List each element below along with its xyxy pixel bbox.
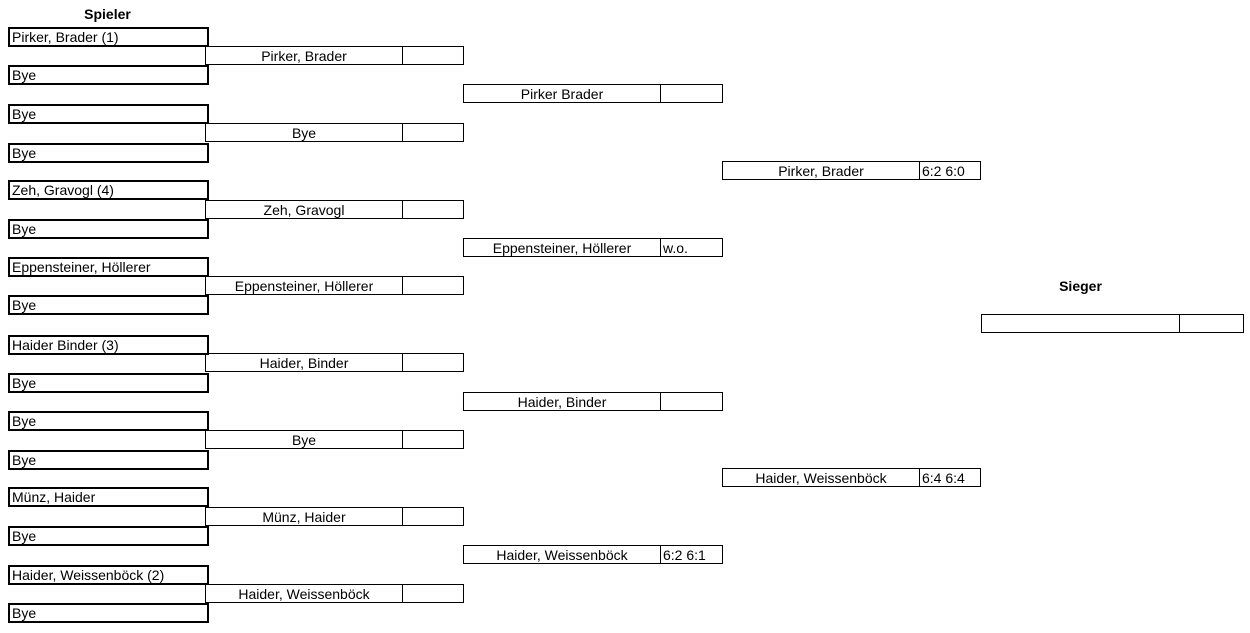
match-score bbox=[403, 201, 463, 218]
match-name: Pirker Brader bbox=[464, 85, 661, 102]
player-slot: Haider Binder (3) bbox=[8, 335, 209, 355]
player-slot: Bye bbox=[8, 526, 209, 546]
player-slot: Bye bbox=[8, 603, 209, 623]
round1-match: Haider, Binder bbox=[205, 353, 464, 372]
round3-match: Haider, Weissenböck 6:4 6:4 bbox=[722, 468, 981, 487]
player-slot: Bye bbox=[8, 219, 209, 239]
round2-match: Haider, Binder bbox=[463, 392, 723, 411]
round1-match: Bye bbox=[205, 430, 464, 449]
round1-match: Haider, Weissenböck bbox=[205, 584, 464, 603]
round2-match: Pirker Brader bbox=[463, 84, 723, 103]
match-score bbox=[403, 431, 463, 448]
match-score: w.o. bbox=[663, 240, 688, 256]
match-name: Pirker, Brader bbox=[206, 47, 403, 64]
player-slot: Bye bbox=[8, 411, 209, 431]
match-name: Haider, Binder bbox=[464, 393, 661, 410]
round1-match: Eppensteiner, Höllerer bbox=[205, 276, 464, 295]
match-name: Münz, Haider bbox=[206, 508, 403, 525]
round1-match: Münz, Haider bbox=[205, 507, 464, 526]
match-score bbox=[1180, 315, 1242, 332]
match-name: Pirker, Brader bbox=[723, 162, 920, 179]
player-slot: Bye bbox=[8, 295, 209, 315]
round1-match: Pirker, Brader bbox=[205, 46, 464, 65]
match-score bbox=[403, 508, 463, 525]
match-name: Haider, Weissenböck bbox=[464, 546, 661, 563]
match-score: 6:2 6:0 bbox=[922, 163, 965, 179]
match-name: Bye bbox=[206, 431, 403, 448]
match-score bbox=[403, 354, 463, 371]
players-header: Spieler bbox=[84, 6, 131, 22]
round2-match: Haider, Weissenböck 6:2 6:1 bbox=[463, 545, 723, 564]
match-name: Zeh, Gravogl bbox=[206, 201, 403, 218]
match-score bbox=[403, 585, 463, 602]
player-slot: Haider, Weissenböck (2) bbox=[8, 565, 209, 585]
round3-match: Pirker, Brader 6:2 6:0 bbox=[722, 161, 981, 180]
round1-match: Bye bbox=[205, 123, 464, 142]
player-slot: Bye bbox=[8, 104, 209, 124]
player-slot: Bye bbox=[8, 143, 209, 163]
player-slot: Pirker, Brader (1) bbox=[8, 27, 209, 47]
winner-slot bbox=[981, 314, 1244, 333]
match-name: Haider, Weissenböck bbox=[723, 469, 920, 486]
match-name: Eppensteiner, Höllerer bbox=[464, 239, 661, 256]
match-score bbox=[403, 277, 463, 294]
match-name: Haider, Binder bbox=[206, 354, 403, 371]
player-slot: Bye bbox=[8, 373, 209, 393]
match-score bbox=[661, 393, 721, 410]
round2-match: Eppensteiner, Höllerer w.o. bbox=[463, 238, 723, 257]
player-slot: Bye bbox=[8, 450, 209, 470]
player-slot: Zeh, Gravogl (4) bbox=[8, 180, 209, 200]
match-score bbox=[403, 47, 463, 64]
match-name: Eppensteiner, Höllerer bbox=[206, 277, 403, 294]
match-score bbox=[661, 85, 721, 102]
match-score: 6:2 6:1 bbox=[663, 547, 706, 563]
match-name bbox=[982, 315, 1180, 332]
player-slot: Münz, Haider bbox=[8, 487, 209, 507]
winner-header: Sieger bbox=[1059, 278, 1102, 294]
round1-match: Zeh, Gravogl bbox=[205, 200, 464, 219]
match-name: Haider, Weissenböck bbox=[206, 585, 403, 602]
match-score bbox=[403, 124, 463, 141]
player-slot: Eppensteiner, Höllerer bbox=[8, 257, 209, 277]
player-slot: Bye bbox=[8, 65, 209, 85]
match-score: 6:4 6:4 bbox=[922, 470, 965, 486]
match-name: Bye bbox=[206, 124, 403, 141]
